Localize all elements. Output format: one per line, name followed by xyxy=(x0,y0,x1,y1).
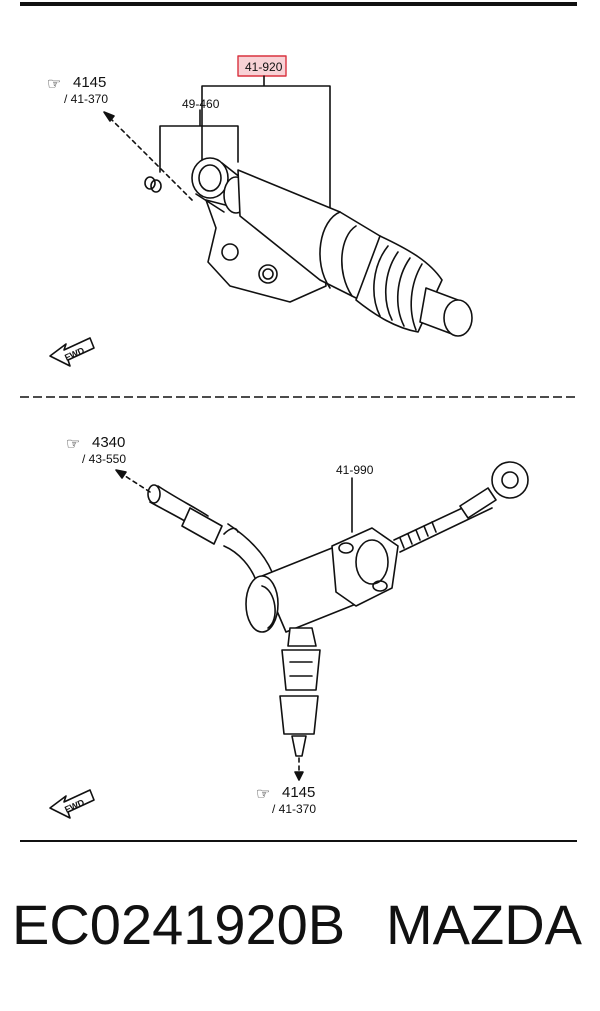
leader-41-920 xyxy=(201,75,331,211)
ref-label-41-990: 41-990 xyxy=(336,463,374,477)
fwd-arrow-icon-top xyxy=(49,337,95,367)
part-number: EC0241920B xyxy=(12,893,346,956)
dashed-leader-top xyxy=(109,117,193,201)
see-sub-bottom-top: / 43-550 xyxy=(82,452,126,466)
bleeder-screw xyxy=(144,176,162,193)
cylinder-body xyxy=(237,169,381,301)
see-page-bottom[interactable]: 4145 xyxy=(282,784,315,801)
brand-name: MAZDA xyxy=(386,893,582,956)
fwd-arrow-icon-bottom xyxy=(49,789,95,819)
see-page-top[interactable]: 4145 xyxy=(73,74,106,91)
top-border xyxy=(20,2,577,6)
threaded-rod xyxy=(393,461,529,553)
bracket-hole-1 xyxy=(221,243,239,261)
push-rod xyxy=(419,287,473,337)
leader-49-460 xyxy=(159,109,239,173)
see-page-bottom-top[interactable]: 4340 xyxy=(92,434,125,451)
hand-icon-bottom: ☞ xyxy=(256,786,270,803)
ref-label-49-460: 49-460 xyxy=(182,97,220,111)
ref-label-41-920: 41-920 xyxy=(245,60,283,74)
rubber-boot xyxy=(355,235,443,333)
bracket-hole-2 xyxy=(258,264,278,284)
top-panel xyxy=(49,55,473,367)
fwd-label-bottom: FWD xyxy=(63,797,86,815)
part-ref-highlight[interactable] xyxy=(237,55,287,77)
lower-fitting xyxy=(279,627,321,781)
caption: EC0241920B MAZDA xyxy=(0,892,600,972)
rod-end-eye xyxy=(491,461,529,499)
hydraulic-hose xyxy=(147,484,273,587)
hand-icon-bottom-top: ☞ xyxy=(66,436,80,453)
fwd-label-top: FWD xyxy=(63,345,86,363)
see-sub-bottom: / 41-370 xyxy=(272,802,316,816)
slave-cylinder xyxy=(245,527,399,633)
bottom-border xyxy=(20,840,577,842)
arrow-head-top xyxy=(103,111,115,122)
bottom-panel xyxy=(49,461,529,819)
hand-icon-top: ☞ xyxy=(47,76,61,93)
see-sub-top: / 41-370 xyxy=(64,92,108,106)
dashed-leader-bottom-top xyxy=(121,473,151,493)
